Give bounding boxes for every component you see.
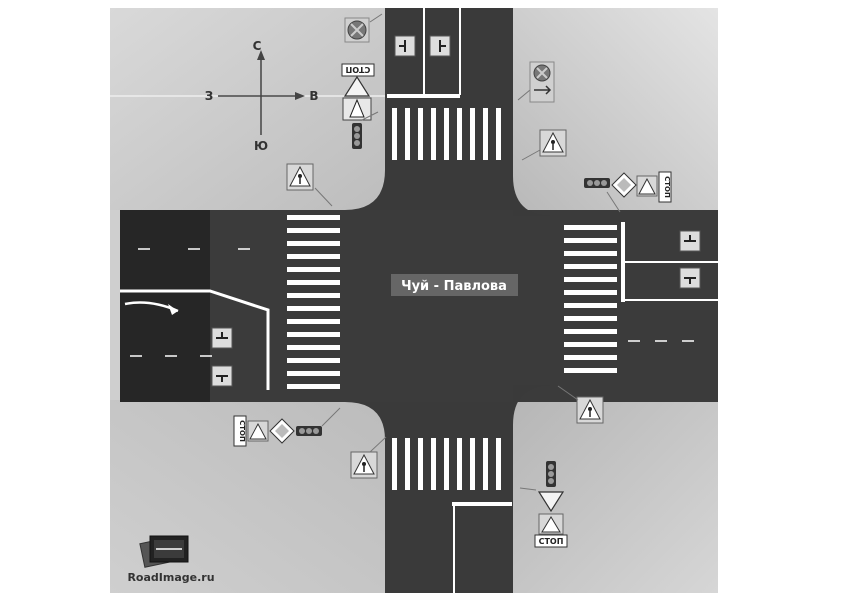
curb-corner-se (513, 385, 553, 425)
sign-group-west: СТОП (233, 407, 341, 447)
stop-sign-icon (233, 415, 247, 447)
lane-direction-sign-icon (211, 327, 233, 387)
intersection-label-box (391, 274, 518, 296)
compass-icon (218, 50, 305, 135)
stop-sign-label: СТОП (663, 176, 671, 198)
yield-sign-icon (537, 491, 565, 513)
stop-sign-icon (658, 171, 672, 203)
crosswalk-north (392, 108, 501, 160)
pedestrian-crossing-sign-icon (557, 385, 604, 424)
compass-west-label: З (205, 89, 214, 103)
sidewalk-northwest (110, 8, 385, 210)
pedestrian-crossing-sign-icon (350, 436, 387, 479)
curb-corner-ne (513, 176, 553, 216)
lane-dashes-west (130, 248, 250, 357)
intersection-name: Чуй - Павлова (401, 279, 507, 294)
curb-corner-sw (345, 402, 385, 440)
watermark-text: RoadImage.ru (127, 571, 214, 584)
pedestrian-crossing-sign-icon (286, 163, 333, 207)
turn-arrow-marking-head (168, 304, 178, 315)
stop-line-east (621, 222, 625, 302)
pedestrian-crossing-sign-icon (521, 129, 567, 161)
crosswalk-south (392, 438, 501, 490)
stop-line-west (120, 289, 270, 390)
sign-group-east: СТОП (584, 171, 672, 213)
lane-direction-sign-icon (394, 35, 451, 57)
compass-east-label: В (309, 89, 318, 103)
stop-sign-group-north: СТОП (341, 63, 379, 149)
crosswalk-west (287, 215, 340, 389)
stop-sign-icon (341, 63, 375, 77)
compass-south-label: Ю (254, 139, 268, 153)
stop-sign-icon (534, 534, 568, 548)
stop-sign-label: СТОП (539, 537, 564, 546)
lane-direction-sign-icon (679, 230, 701, 289)
stop-line-south (452, 502, 512, 506)
stop-sign-label: СТОП (346, 65, 371, 74)
no-stopping-sign-icon (344, 13, 383, 43)
sidewalk-southeast (513, 385, 718, 593)
crosswalk-east (564, 225, 617, 373)
curb-corner-nw (345, 170, 385, 210)
compass-north-label: С (253, 39, 262, 53)
stop-line-north (387, 94, 460, 98)
watermark-logo: RoadImage.ru (127, 535, 215, 584)
stop-sign-label: СТОП (238, 420, 246, 442)
no-stopping-sign-icon (517, 61, 555, 103)
yield-sign-icon (343, 75, 371, 97)
sign-group-south: СТОП (519, 461, 568, 548)
